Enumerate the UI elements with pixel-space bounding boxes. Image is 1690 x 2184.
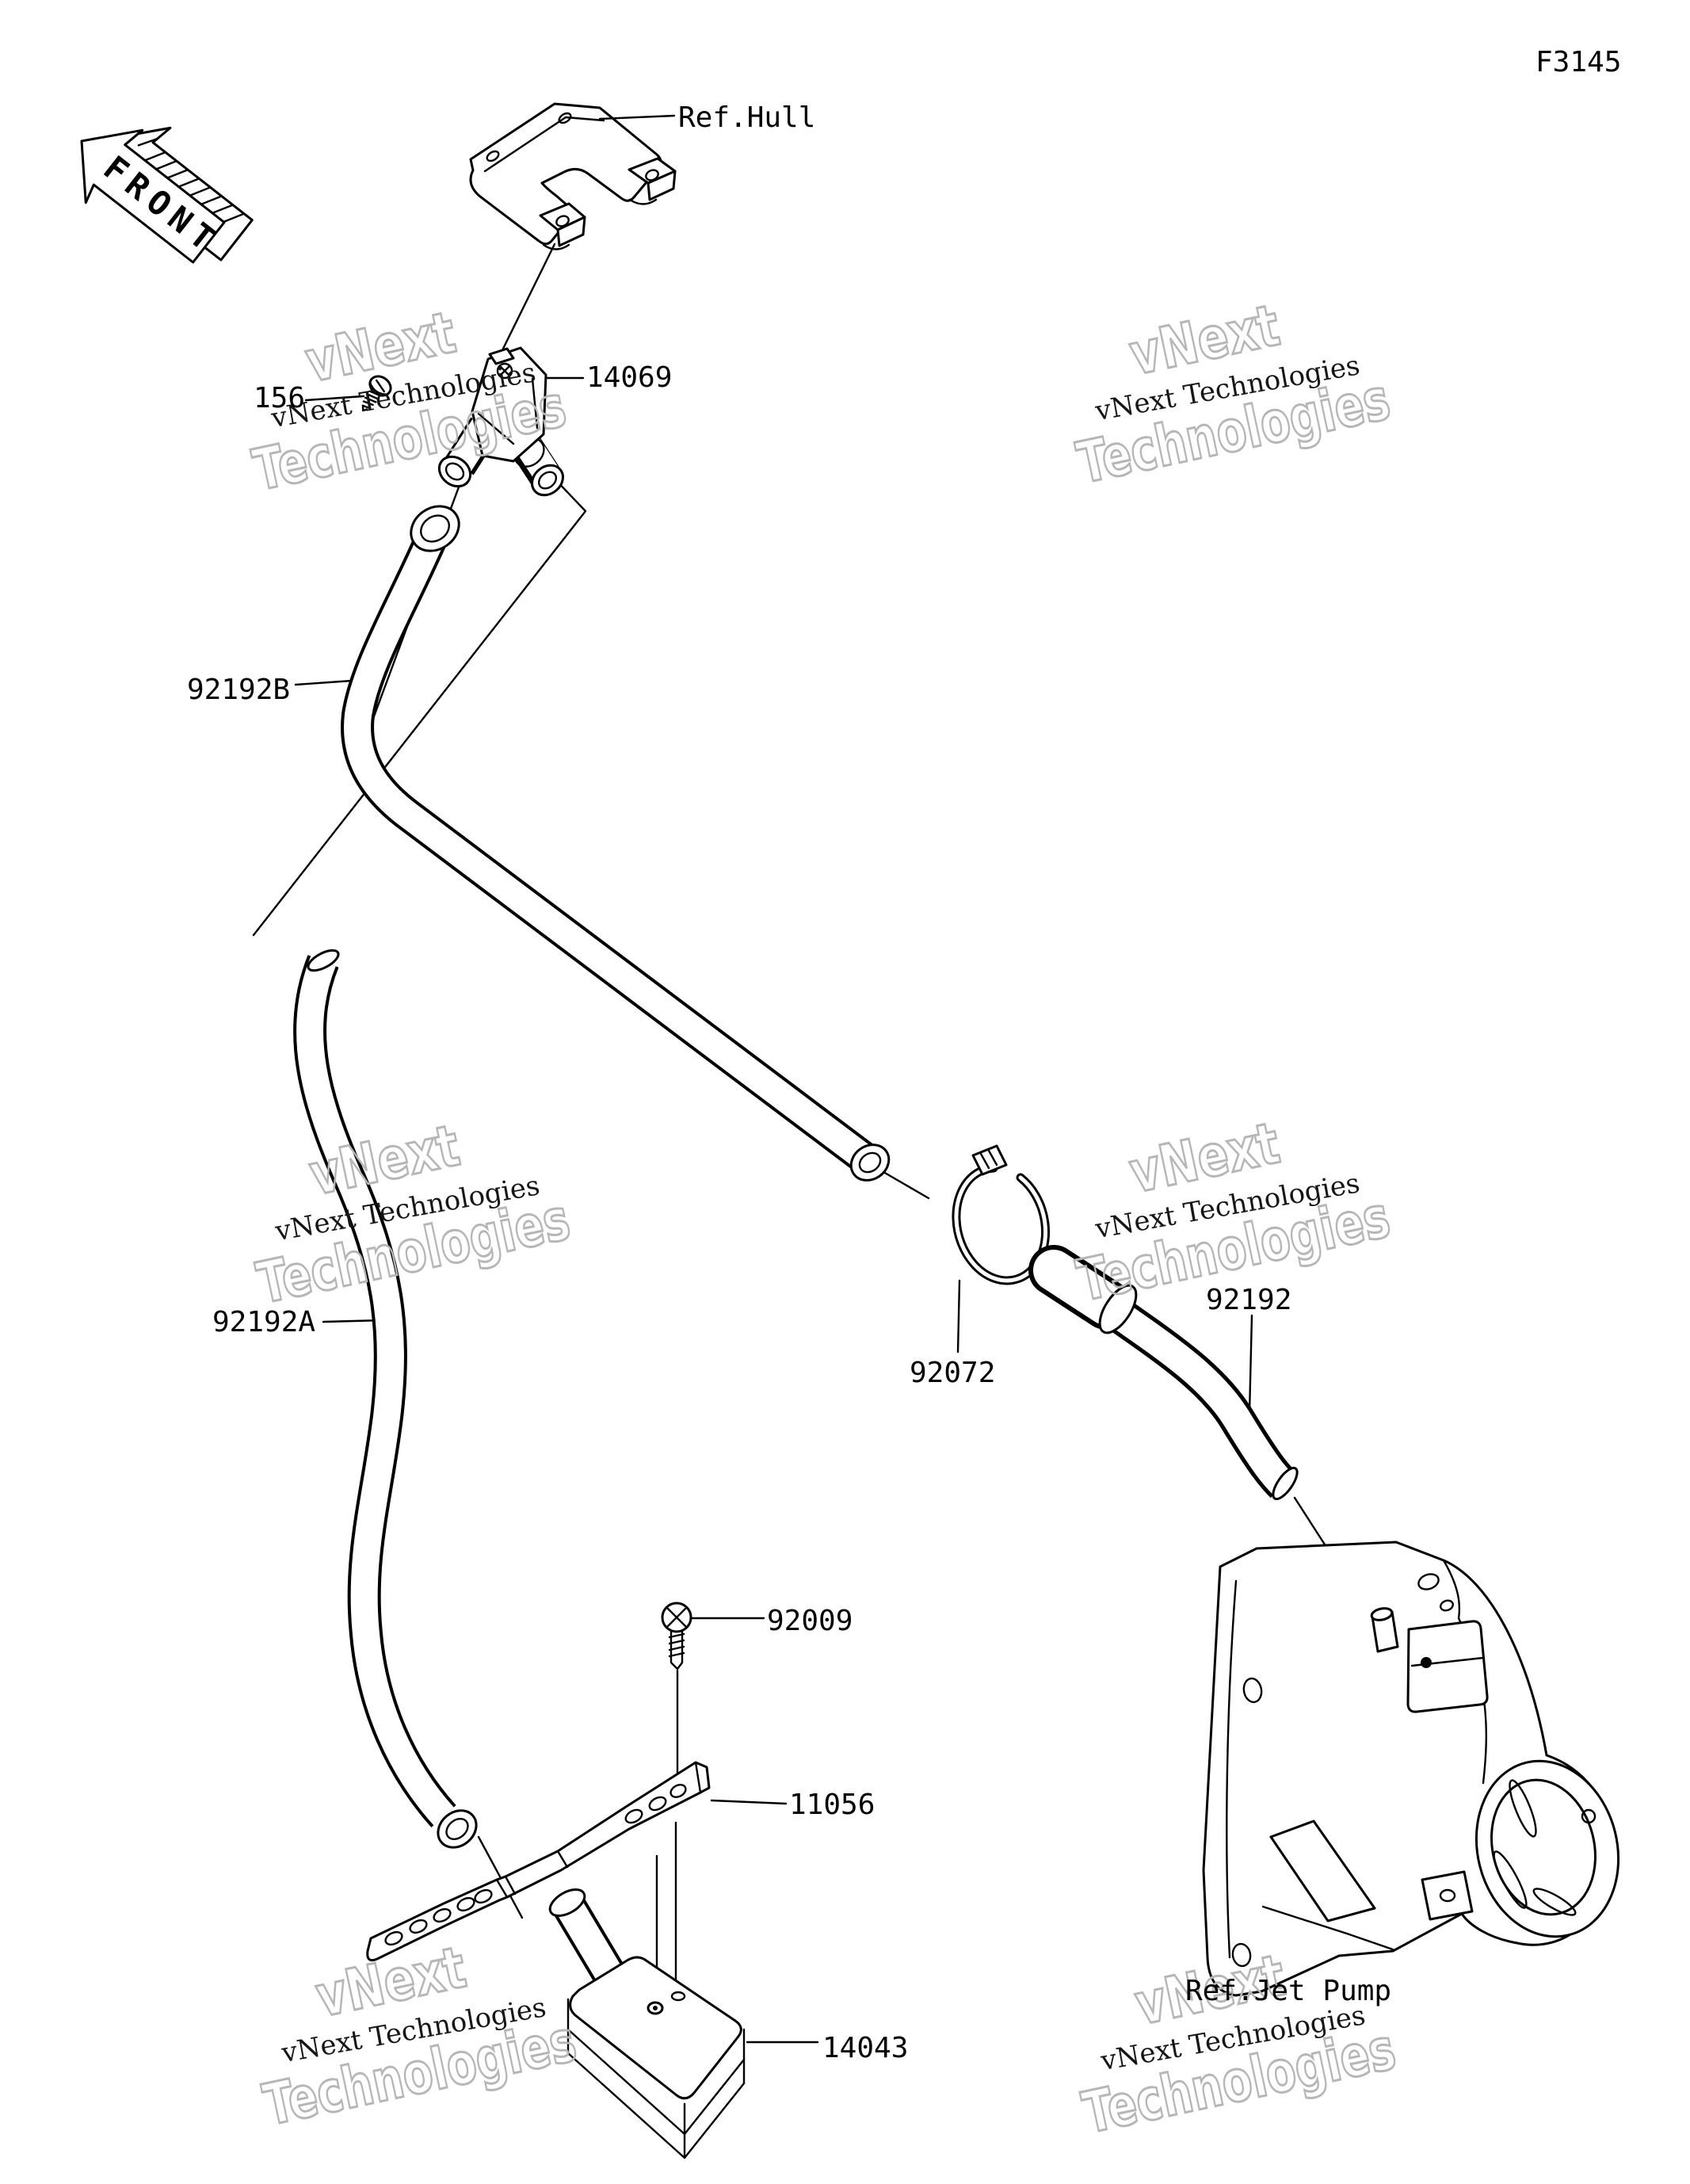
- jet-pump-boss: [1406, 1620, 1489, 1713]
- jet-pump-flange-inner-edge: [1226, 1579, 1238, 1959]
- front-arrow-front-face: [80, 128, 226, 264]
- part-label-92192a: 92192A: [212, 1306, 315, 1338]
- bracket-11056: [366, 1761, 711, 1962]
- leader-92192b: [294, 679, 353, 686]
- fitting-14069: [437, 346, 564, 497]
- hull-bracket-hole-left: [486, 150, 500, 162]
- part-label-14069: 14069: [586, 361, 672, 394]
- hose-92192b-end-opening: [849, 1144, 891, 1182]
- hose-92192a: [293, 949, 478, 1849]
- strainer-inlet-opening: [548, 1888, 586, 1917]
- bracket-11056-holes: [384, 1784, 687, 1946]
- hull-bracket-hole-top: [558, 112, 572, 124]
- screw-92009: [661, 1602, 692, 1670]
- fitting-right-port-opening: [531, 464, 564, 497]
- leader-ref-hull: [598, 114, 676, 120]
- jet-pump-flange-holes: [1231, 1573, 1454, 1968]
- hose-92192b: [341, 505, 891, 1182]
- fitting-nut: [488, 347, 515, 365]
- leader-bracket-to-fitting: [501, 242, 556, 352]
- leader-156: [304, 395, 365, 402]
- strainer-side-edges: [567, 1998, 746, 2159]
- hull-bracket-fold-line: [483, 116, 605, 173]
- jet-pump-vanes: [1493, 1779, 1597, 1916]
- hose-92192: [1028, 1245, 1299, 1501]
- part-labels: F3145 Ref.Hull 156 14069 92192B 92192A 9…: [187, 46, 1621, 2064]
- part-label-92192: 92192: [1206, 1284, 1291, 1316]
- part-label-92072: 92072: [910, 1357, 995, 1389]
- hose-92192a-end-opening: [437, 1809, 478, 1849]
- front-arrow-hatch: [137, 137, 246, 262]
- front-arrow: FRONT: [80, 126, 254, 264]
- leader-92192: [1248, 1314, 1253, 1415]
- strainer-top-face: [569, 1956, 742, 2100]
- part-label-92192b: 92192B: [187, 674, 290, 706]
- strainer-hole: [670, 1991, 686, 2002]
- diagram-code: F3145: [1535, 46, 1621, 78]
- leader-11056: [710, 1799, 788, 1805]
- fitting-plate: [471, 346, 547, 463]
- label-ref-jet-pump: Ref.Jet Pump: [1185, 1975, 1391, 2007]
- part-label-92009: 92009: [767, 1605, 853, 1637]
- jet-pump-housing: [1202, 1541, 1620, 1997]
- hull-bracket: [469, 102, 677, 250]
- jet-pump-nipple: [1370, 1607, 1399, 1653]
- hose-92192-end-cut: [1272, 1466, 1299, 1501]
- label-ref-hull: Ref.Hull: [678, 101, 815, 134]
- leader-lines: [252, 114, 1371, 2044]
- hose-92192-cuff-ring: [1098, 1284, 1138, 1334]
- leader-92072: [956, 1279, 961, 1354]
- watermark-cluster: vNext Technologies vNext Technologies: [257, 1933, 583, 2140]
- strainer-14043: [548, 1888, 746, 2159]
- jet-pump-tabs: [1261, 1819, 1474, 1951]
- part-label-14043: 14043: [822, 2032, 908, 2064]
- strainer-layer-lines: [567, 2028, 746, 2159]
- part-label-156: 156: [254, 382, 305, 414]
- hose-92192b-top-opening: [410, 505, 460, 552]
- part-label-11056: 11056: [789, 1789, 875, 1821]
- fitting-left-port-opening: [437, 455, 472, 488]
- bracket-11056-strap: [366, 1761, 711, 1962]
- screw-156: [361, 375, 392, 412]
- hull-bracket-clipnut-right: [628, 157, 677, 205]
- clamp-band-92072: [952, 1144, 1050, 1285]
- hull-bracket-clipnut-left: [539, 202, 586, 250]
- hose-92192a-top-cut: [307, 949, 340, 972]
- fitting-bolt-head: [496, 362, 513, 380]
